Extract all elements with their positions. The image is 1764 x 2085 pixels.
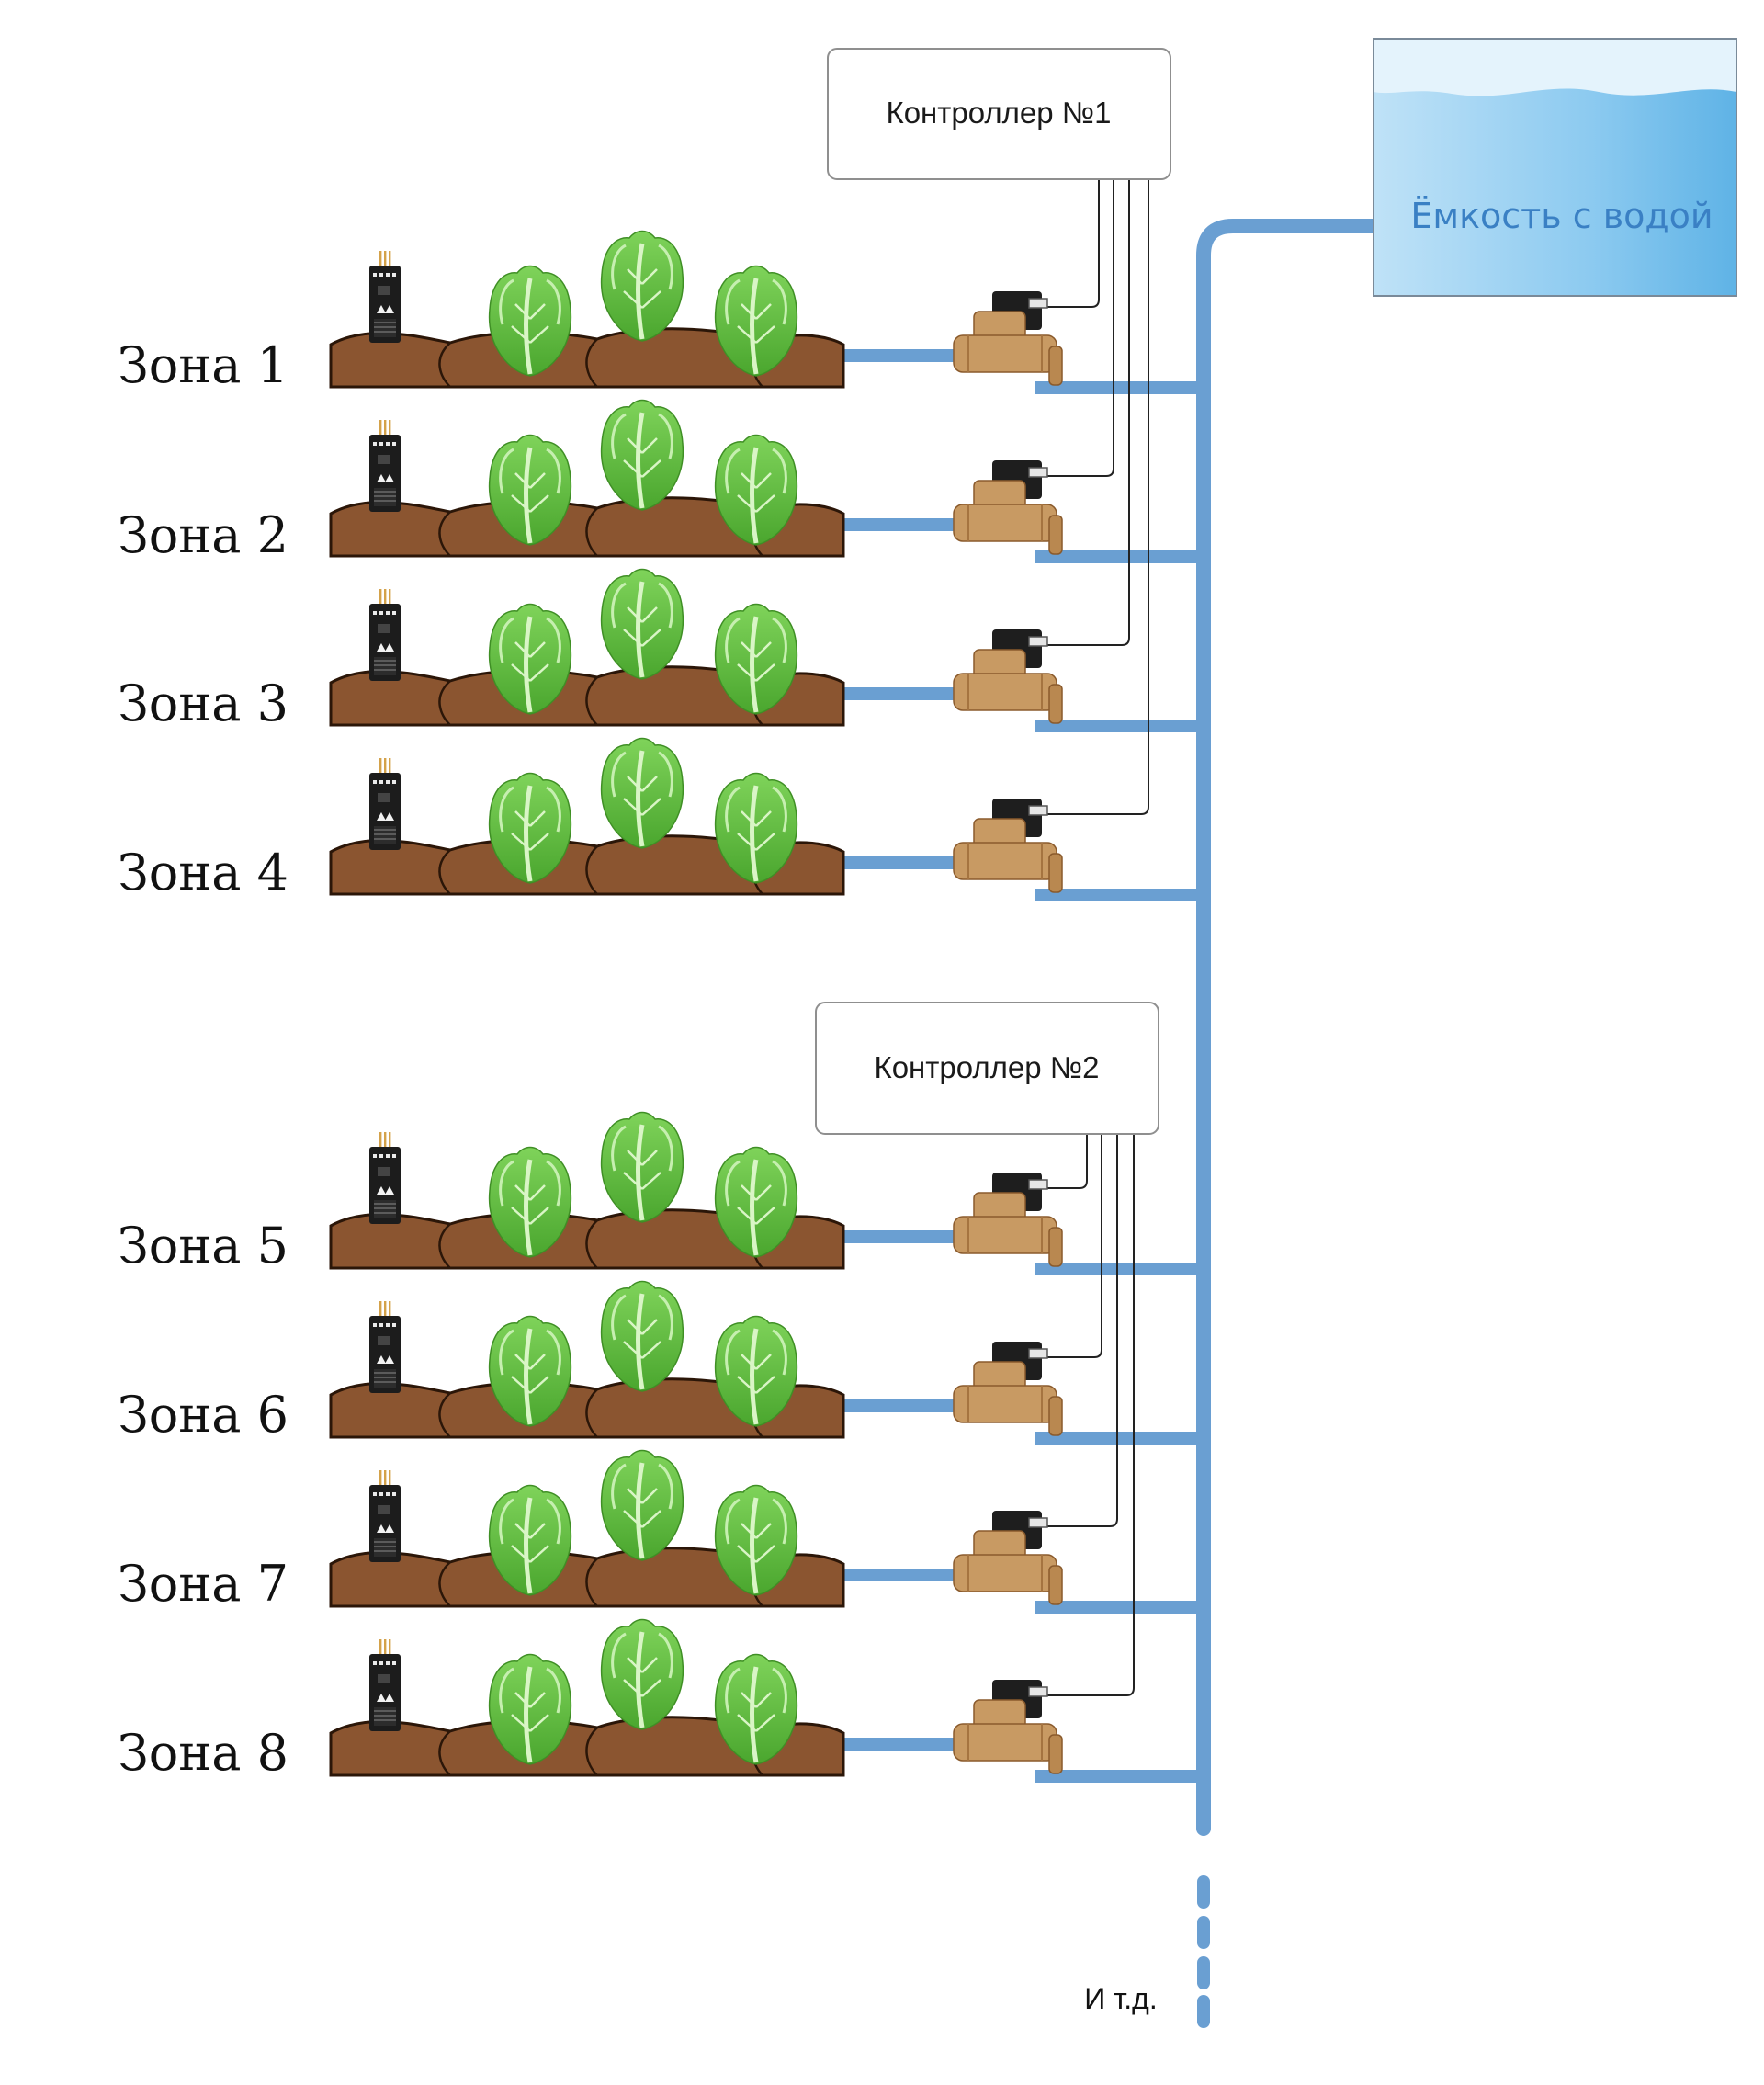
solenoid-valve-icon <box>953 1341 1063 1436</box>
soil-ridge <box>585 1727 598 1776</box>
lettuce-icon <box>602 401 684 511</box>
soil-moisture-sensor-icon <box>368 1300 401 1394</box>
zone-row <box>329 1620 1063 1777</box>
lettuce-icon <box>602 1451 684 1561</box>
zone-row <box>329 739 1063 896</box>
solenoid-valve-icon <box>953 798 1063 893</box>
soil-ridge <box>585 338 598 388</box>
solenoid-valve-icon <box>953 1172 1063 1267</box>
soil-ridge <box>438 1223 451 1269</box>
main-supply-pipe <box>1196 219 1381 1836</box>
soil-ridge <box>438 1561 451 1607</box>
zone-row <box>329 570 1063 727</box>
continuation-label: И т.д. <box>1084 1982 1157 2015</box>
controller-wire <box>1046 1134 1135 1696</box>
zone-row <box>329 232 1063 389</box>
lettuce-icon <box>602 1282 684 1392</box>
zone-row <box>329 401 1063 558</box>
controller-1-label: Контроллер №1 <box>886 96 1111 130</box>
lettuce-icon <box>602 1113 684 1223</box>
soil-ridge <box>585 507 598 557</box>
controller-wire <box>1046 1134 1088 1189</box>
zone-label-1: Зона 1 <box>118 336 288 394</box>
soil-ridge <box>438 849 451 895</box>
zone-row <box>329 1113 1063 1270</box>
zone-label-5: Зона 5 <box>118 1217 288 1275</box>
solenoid-valve-icon <box>953 459 1063 555</box>
water-tank: Ёмкость с водой <box>1373 38 1737 297</box>
solenoid-valve-icon <box>953 629 1063 724</box>
controller-wire <box>1046 179 1100 308</box>
lettuce-icon <box>602 570 684 680</box>
controller-wire <box>1046 179 1149 815</box>
wires-layer <box>1046 179 1149 1696</box>
soil-ridge <box>585 1219 598 1269</box>
controller-wire <box>1046 179 1130 646</box>
controller-wire <box>1046 179 1114 477</box>
solenoid-valve-icon <box>953 1510 1063 1605</box>
soil-ridge <box>585 845 598 895</box>
controller-wire <box>1046 1134 1102 1358</box>
soil-ridge <box>438 1730 451 1776</box>
soil-ridge <box>438 680 451 726</box>
zone-row <box>329 1282 1063 1439</box>
zone-label-7: Зона 7 <box>118 1555 288 1613</box>
solenoid-valve-icon <box>953 1679 1063 1774</box>
zone-label-3: Зона 3 <box>118 674 288 732</box>
zone-row <box>329 1451 1063 1608</box>
controller-wire <box>1046 1134 1118 1527</box>
zone-label-6: Зона 6 <box>118 1386 288 1444</box>
soil-moisture-sensor-icon <box>368 419 401 513</box>
soil-ridge <box>438 1392 451 1438</box>
soil-moisture-sensor-icon <box>368 1469 401 1563</box>
soil-moisture-sensor-icon <box>368 1131 401 1225</box>
soil-ridge <box>438 511 451 557</box>
tank-label: Ёмкость с водой <box>1410 196 1713 236</box>
lettuce-icon <box>602 232 684 342</box>
zones-layer <box>329 232 1063 1777</box>
solenoid-valve-icon <box>953 290 1063 386</box>
lettuce-icon <box>602 739 684 849</box>
zone-label-4: Зона 4 <box>118 844 288 901</box>
zone-label-2: Зона 2 <box>118 506 288 564</box>
zone-label-8: Зона 8 <box>118 1724 288 1782</box>
lettuce-icon <box>602 1620 684 1730</box>
controller-2-label: Контроллер №2 <box>874 1050 1099 1084</box>
controller-1: Контроллер №1 <box>827 48 1171 180</box>
soil-moisture-sensor-icon <box>368 588 401 682</box>
soil-ridge <box>585 676 598 726</box>
controller-2: Контроллер №2 <box>815 1002 1159 1135</box>
soil-ridge <box>585 1388 598 1438</box>
soil-ridge <box>585 1558 598 1607</box>
soil-moisture-sensor-icon <box>368 757 401 851</box>
soil-moisture-sensor-icon <box>368 250 401 344</box>
soil-moisture-sensor-icon <box>368 1638 401 1732</box>
soil-ridge <box>438 342 451 388</box>
